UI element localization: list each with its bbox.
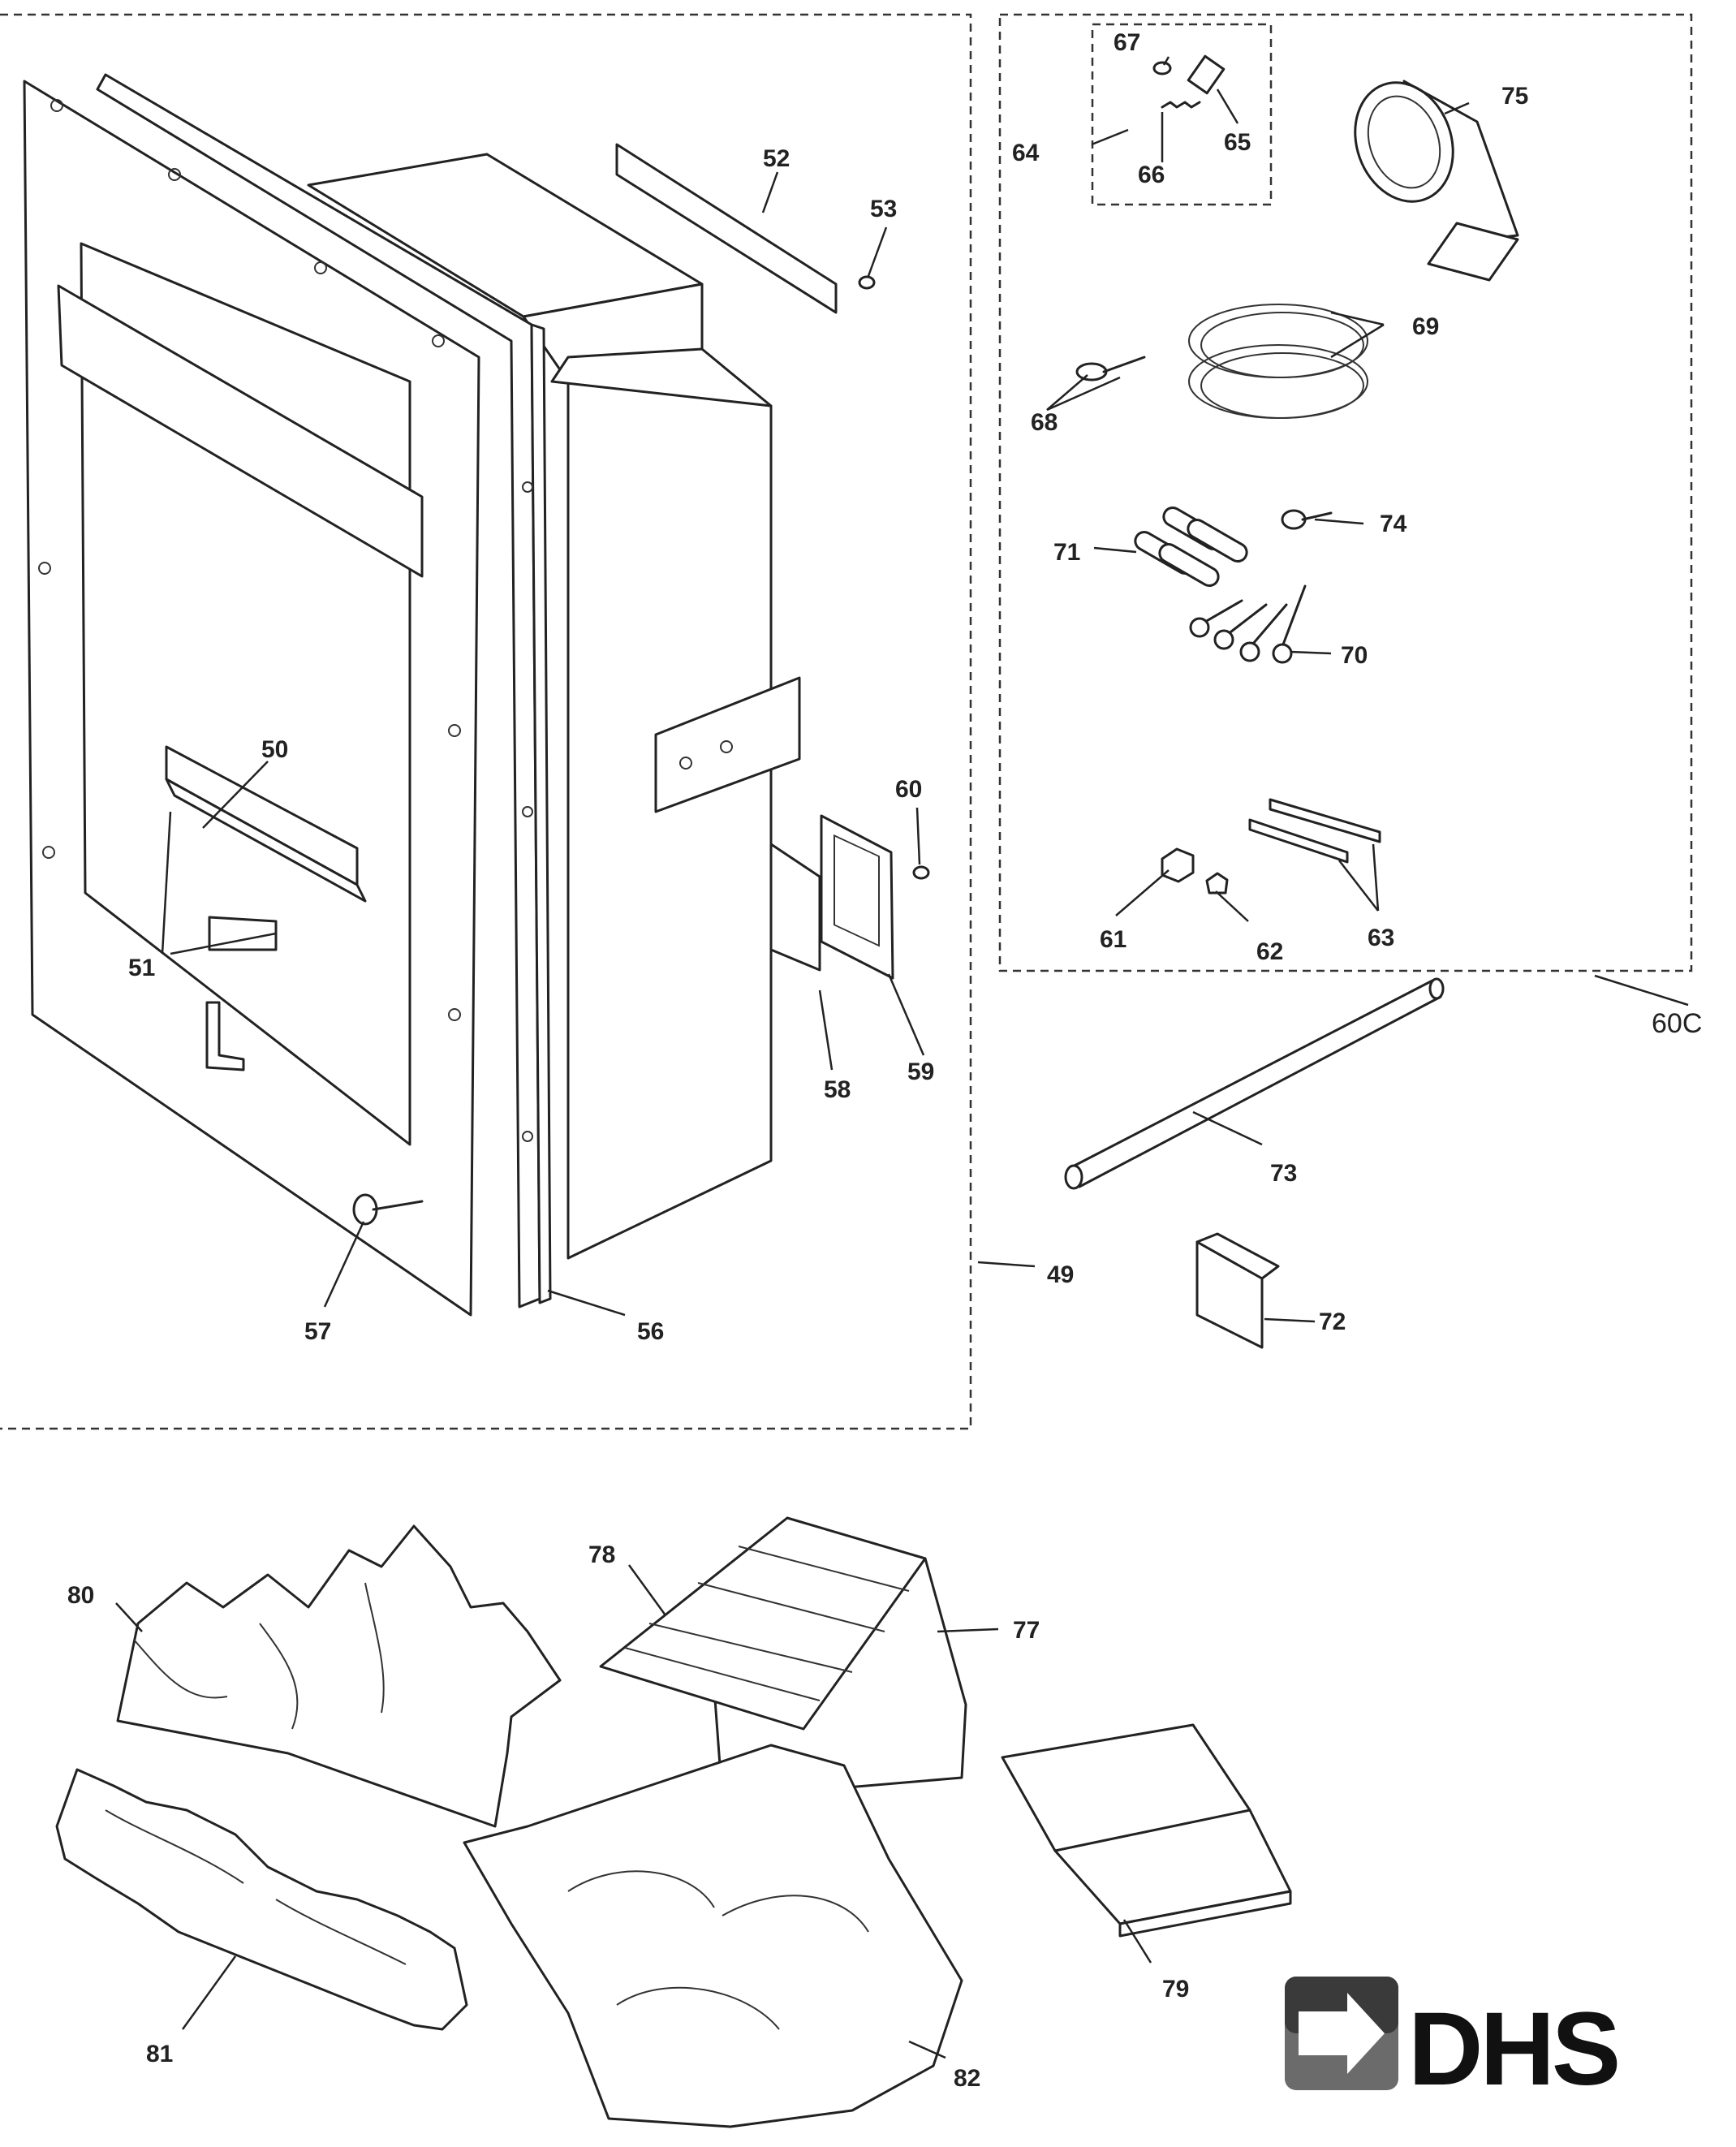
firebox-assembly bbox=[23, 73, 930, 1317]
label-70: 70 bbox=[1341, 642, 1368, 669]
label-82: 82 bbox=[954, 2065, 980, 2092]
label-51: 51 bbox=[128, 955, 155, 981]
label-73: 73 bbox=[1270, 1160, 1297, 1187]
label-67: 67 bbox=[1114, 29, 1140, 56]
group-49-boundary bbox=[0, 13, 972, 1430]
label-60c: 60C bbox=[1652, 1008, 1702, 1039]
group-60c-boundary bbox=[998, 13, 1693, 972]
label-81: 81 bbox=[146, 2041, 173, 2067]
label-59: 59 bbox=[907, 1058, 934, 1085]
label-58: 58 bbox=[824, 1076, 851, 1103]
label-78: 78 bbox=[588, 1541, 615, 1568]
label-77: 77 bbox=[1013, 1617, 1040, 1644]
label-75: 75 bbox=[1501, 83, 1528, 110]
label-74: 74 bbox=[1380, 511, 1407, 537]
group-64-boundary bbox=[1091, 23, 1273, 206]
accessory-items bbox=[55, 1516, 1292, 2128]
label-80: 80 bbox=[67, 1582, 94, 1609]
part-labels: 52 53 50 51 60 58 59 57 56 49 67 64 65 6… bbox=[67, 29, 1702, 2092]
dhs-logo: DHS bbox=[1285, 1977, 1621, 2107]
label-66: 66 bbox=[1138, 162, 1165, 188]
label-68: 68 bbox=[1031, 409, 1058, 436]
label-69: 69 bbox=[1412, 313, 1439, 340]
label-56: 56 bbox=[637, 1318, 664, 1345]
label-61: 61 bbox=[1100, 926, 1126, 953]
label-79: 79 bbox=[1162, 1976, 1189, 2003]
label-72: 72 bbox=[1319, 1308, 1346, 1335]
label-50: 50 bbox=[261, 736, 288, 763]
label-53: 53 bbox=[870, 196, 897, 222]
label-52: 52 bbox=[763, 145, 790, 172]
label-62: 62 bbox=[1256, 938, 1283, 965]
label-71: 71 bbox=[1053, 539, 1080, 566]
label-60: 60 bbox=[895, 776, 922, 803]
label-63: 63 bbox=[1368, 925, 1394, 951]
leader-lines bbox=[115, 56, 1689, 2059]
label-65: 65 bbox=[1224, 129, 1251, 156]
label-49: 49 bbox=[1047, 1261, 1074, 1288]
label-64: 64 bbox=[1012, 140, 1040, 166]
kit-items bbox=[1064, 54, 1519, 1349]
label-57: 57 bbox=[304, 1318, 331, 1345]
dhs-logo-text: DHS bbox=[1408, 1991, 1618, 2107]
